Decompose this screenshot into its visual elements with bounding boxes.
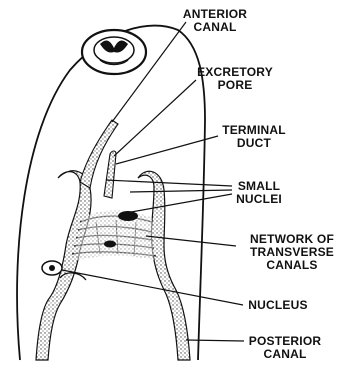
label-small-nuclei: SMALL NUCLEI [228,180,290,206]
excretory-canals [36,120,190,360]
label-line: NUCLEI [228,193,290,206]
label-terminal-duct: TERMINAL DUCT [214,124,294,150]
label-network-of-transverse-canals: NETWORK OF TRANSVERSE CANALS [236,233,348,272]
label-anterior-canal: ANTERIOR CANAL [176,8,254,34]
label-nucleus: NUCLEUS [243,299,313,312]
label-line: DUCT [214,137,294,150]
right-lateral-canal [138,171,190,360]
label-posterior-canal: POSTERIOR CANAL [242,335,328,361]
label-line: CANAL [242,348,328,361]
small-nucleus [104,241,116,248]
terminal-duct [104,151,116,198]
label-line: PORE [190,79,280,92]
label-line: CANALS [236,259,348,272]
label-line: NUCLEUS [243,299,313,312]
label-excretory-pore: EXCRETORY PORE [190,66,280,92]
label-line: CANAL [176,21,254,34]
head-cross-section [82,30,146,74]
